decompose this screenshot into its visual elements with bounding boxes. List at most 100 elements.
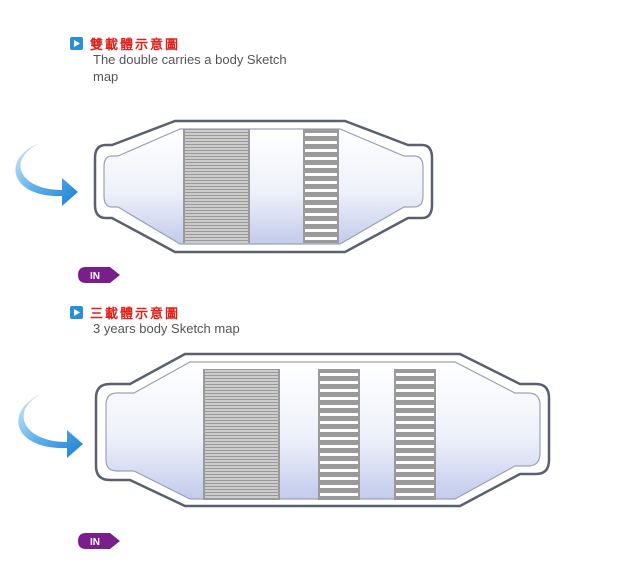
carrier-stripe: [185, 187, 248, 189]
carrier-stripe: [185, 169, 248, 171]
carrier-block-coarse: [303, 129, 339, 243]
carrier-stripe: [396, 397, 434, 400]
carrier-stripe: [185, 172, 248, 174]
carrier-stripe: [185, 223, 248, 225]
carrier-stripe: [205, 442, 278, 444]
carrier-stripe: [320, 461, 358, 464]
carrier-stripe: [396, 437, 434, 440]
carrier-stripe: [205, 457, 278, 459]
carrier-stripe: [396, 461, 434, 464]
carrier-stripe: [185, 211, 248, 213]
carrier-stripe: [205, 400, 278, 402]
carrier-stripe: [205, 430, 278, 432]
carrier-stripe: [205, 406, 278, 408]
carrier-stripe: [305, 141, 337, 144]
carrier-stripe: [185, 241, 248, 243]
carrier-stripe: [320, 445, 358, 448]
carrier-stripe: [305, 149, 337, 152]
carrier-stripe: [185, 151, 248, 153]
carrier-stripe: [396, 405, 434, 408]
carrier-stripe: [305, 205, 337, 208]
carrier-stripe: [320, 453, 358, 456]
carrier-stripe: [205, 394, 278, 396]
carrier-stripe: [185, 154, 248, 156]
carrier-stripe: [185, 160, 248, 162]
carrier-stripe: [205, 439, 278, 441]
carrier-stripe: [396, 493, 434, 496]
carrier-stripe: [185, 193, 248, 195]
carrier-stripe: [305, 157, 337, 160]
play-icon: [70, 305, 83, 319]
carrier-stripe: [396, 477, 434, 480]
carrier-stripe: [205, 451, 278, 453]
carrier-stripe: [185, 190, 248, 192]
double-carrier-converter: [15, 119, 434, 254]
carrier-stripe: [205, 403, 278, 405]
carrier-stripe: [205, 376, 278, 378]
carrier-stripe: [320, 421, 358, 424]
carrier-stripe: [205, 415, 278, 417]
carrier-stripe: [320, 405, 358, 408]
section-triple-caption: 三載體示意圖 3 years body Sketch map: [70, 304, 293, 337]
carrier-stripe: [305, 189, 337, 192]
carrier-stripe: [205, 454, 278, 456]
carrier-stripe: [305, 213, 337, 216]
carrier-stripe: [205, 373, 278, 375]
carrier-stripe: [205, 418, 278, 420]
carrier-stripe: [185, 166, 248, 168]
carrier-stripe: [205, 382, 278, 384]
carrier-stripe: [205, 397, 278, 399]
carrier-stripe: [205, 379, 278, 381]
carrier-stripe: [205, 466, 278, 468]
section-title: 雙載體示意圖: [90, 37, 181, 53]
carrier-stripe: [205, 478, 278, 480]
in-badge-label: IN: [90, 271, 100, 282]
carrier-stripe: [320, 413, 358, 416]
carrier-stripe: [205, 493, 278, 495]
carrier-stripe: [205, 475, 278, 477]
carrier-stripe: [396, 469, 434, 472]
carrier-stripe: [185, 136, 248, 138]
carrier-stripe: [205, 445, 278, 447]
in-badge: IN: [78, 533, 120, 549]
carrier-stripe: [205, 469, 278, 471]
in-badge-label: IN: [90, 537, 100, 548]
carrier-stripe: [396, 445, 434, 448]
carrier-stripe: [320, 477, 358, 480]
carrier-stripe: [396, 453, 434, 456]
carrier-stripe: [320, 485, 358, 488]
carrier-stripe: [185, 202, 248, 204]
carrier-block-fine: [183, 129, 250, 243]
carrier-stripe: [205, 385, 278, 387]
carrier-stripe: [205, 496, 278, 498]
carrier-stripe: [185, 163, 248, 165]
carrier-stripe: [205, 391, 278, 393]
carrier-stripe: [185, 217, 248, 219]
carrier-block-coarse: [394, 369, 436, 500]
carrier-stripe: [185, 181, 248, 183]
carrier-stripe: [205, 481, 278, 483]
carrier-stripe: [205, 463, 278, 465]
carrier-stripe: [396, 373, 434, 376]
inflow-arrow-icon: [15, 143, 78, 206]
carrier-stripe: [185, 220, 248, 222]
carrier-stripe: [205, 472, 278, 474]
carrier-stripe: [320, 437, 358, 440]
carrier-stripe: [185, 184, 248, 186]
carrier-stripe: [305, 229, 337, 232]
carrier-stripe: [305, 165, 337, 168]
carrier-stripe: [396, 381, 434, 384]
carrier-block-coarse: [318, 369, 360, 500]
triple-carrier-converter: [18, 352, 551, 508]
carrier-stripe: [320, 469, 358, 472]
carrier-stripe: [205, 460, 278, 462]
carrier-stripe: [205, 436, 278, 438]
section-double-caption: 雙載體示意圖 The double carries a body Sketch …: [70, 35, 293, 85]
carrier-stripe: [185, 232, 248, 234]
carrier-stripe: [185, 142, 248, 144]
carrier-stripe: [185, 226, 248, 228]
carrier-stripe: [185, 208, 248, 210]
carrier-stripe: [305, 173, 337, 176]
section-subtitle: 3 years body Sketch map: [93, 321, 240, 336]
